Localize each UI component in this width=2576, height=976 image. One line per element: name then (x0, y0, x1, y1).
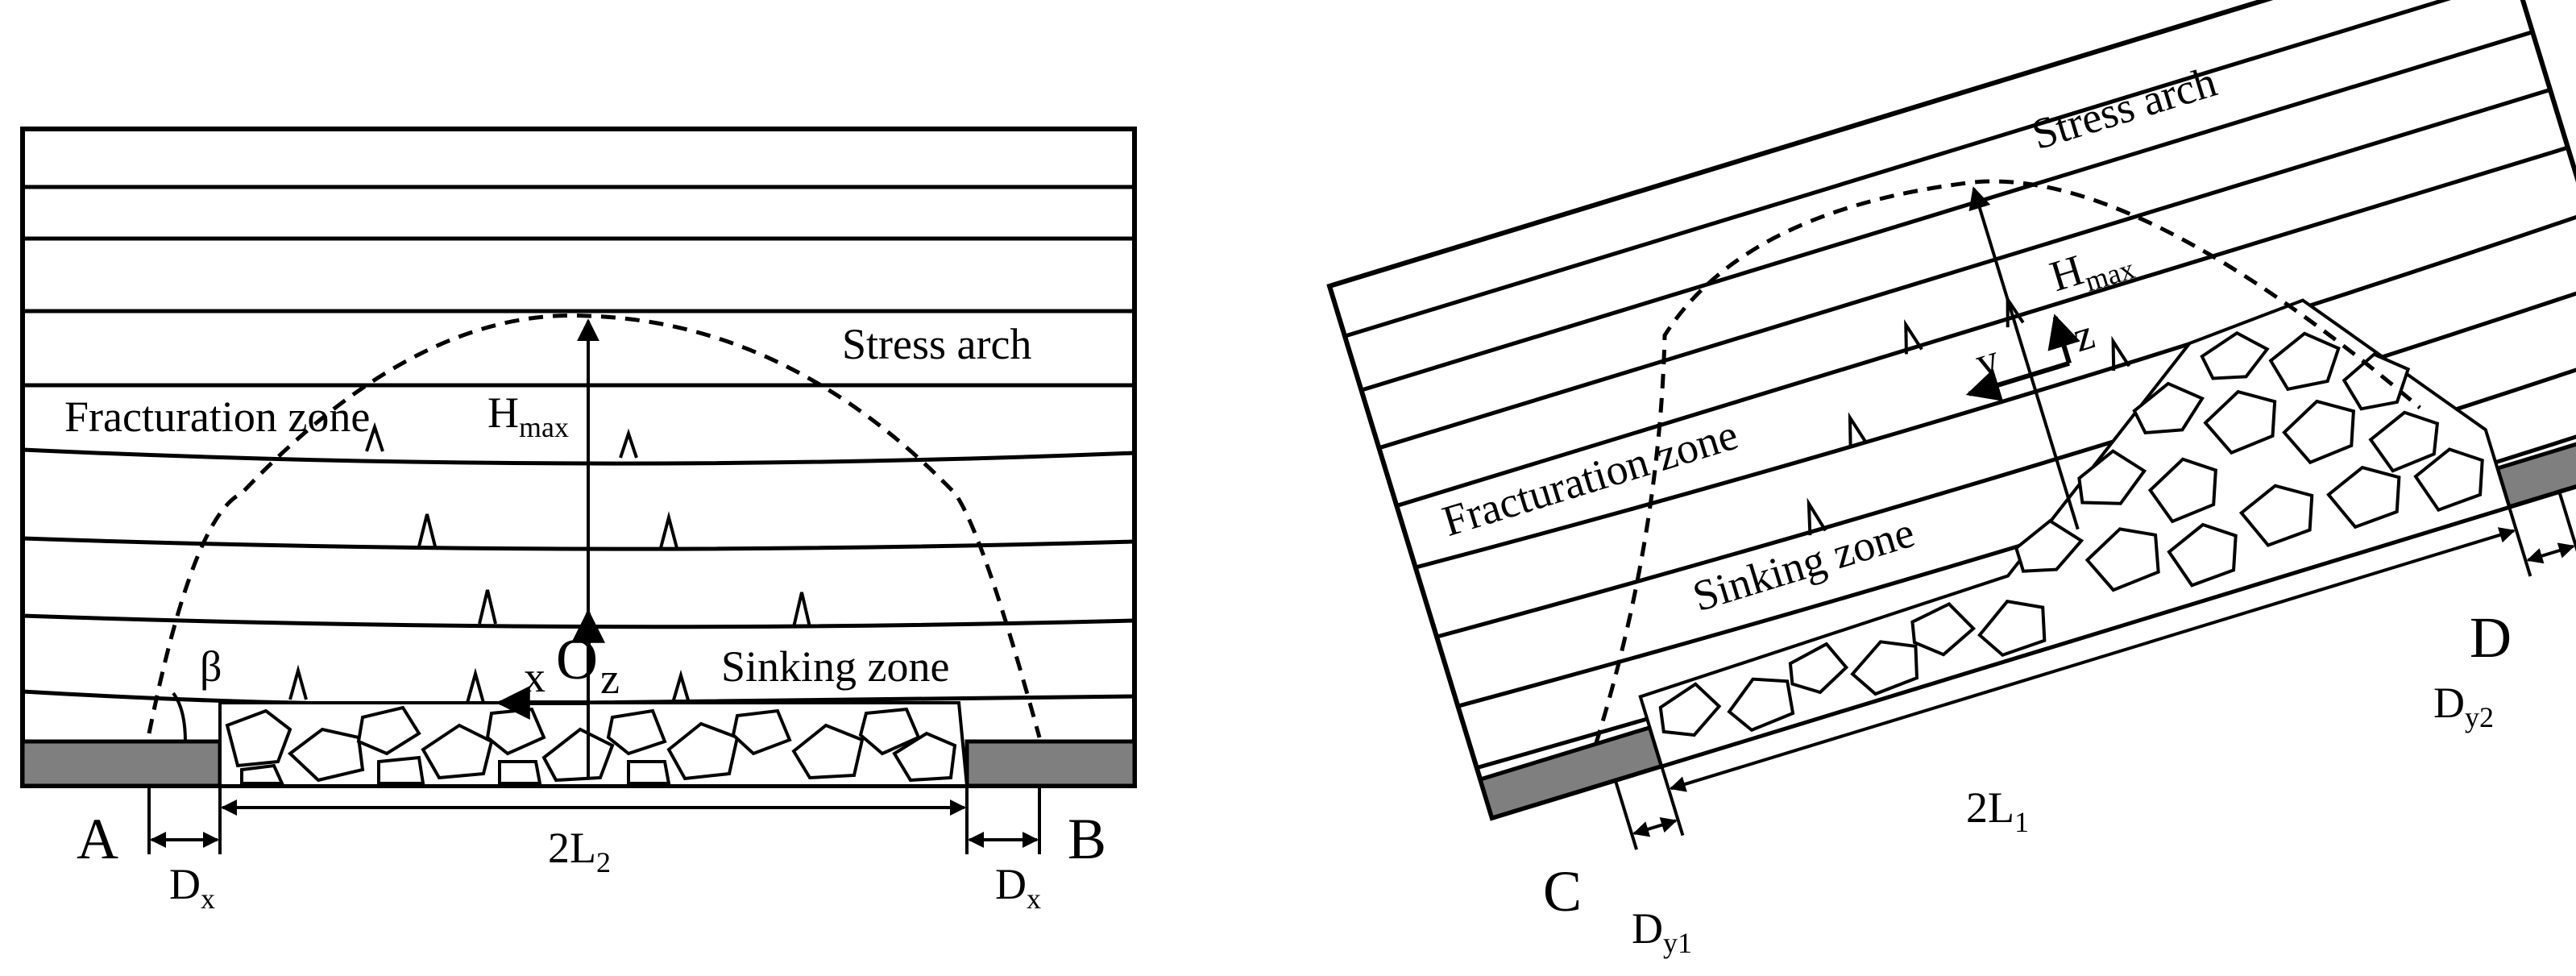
point-d-label: D (2470, 605, 2512, 670)
right-dx-label: Dx (995, 860, 1041, 915)
point-c-label: C (1543, 859, 1582, 924)
right-stress-arch-label: Stress arch (2026, 57, 2222, 159)
left-stress-arch-label: Stress arch (842, 320, 1031, 368)
left-hmax-label: Hmax (487, 388, 569, 443)
left-origin-label: O (556, 627, 598, 692)
left-stress-arch (147, 313, 1042, 738)
right-dy1-label: Dy1 (1632, 904, 1692, 959)
left-dimensions (147, 786, 1041, 854)
right-hmax-arrow (1968, 186, 2080, 530)
right-diagram: Stress arch Fracturation zone Sinking zo… (1326, 0, 2576, 959)
right-z-axis-arrow (2047, 314, 2080, 364)
right-span-label: 2L1 (1966, 783, 2029, 838)
right-dy2-label: Dy2 (2433, 679, 2494, 733)
left-pillar-a (20, 739, 222, 788)
left-pillar-b (964, 739, 1137, 788)
left-goaf-rubble (218, 701, 969, 787)
right-stress-arch (1594, 179, 2421, 745)
left-dx-label: Dx (169, 860, 215, 915)
left-x-label: x (524, 653, 545, 701)
left-diagram: Stress arch Fracturation zone Sinking zo… (20, 127, 1137, 915)
right-dimensions (1613, 491, 2576, 850)
left-sinking-zone-label: Sinking zone (721, 642, 949, 691)
left-span-label: 2L2 (548, 824, 611, 878)
left-fracture-marks (288, 422, 811, 704)
point-a-label: A (77, 807, 118, 871)
left-beta-label: β (200, 642, 222, 691)
left-fracturation-zone-label: Fracturation zone (64, 392, 370, 441)
right-pillar-d (2495, 418, 2576, 510)
right-sinking-zone-label: Sinking zone (1687, 508, 1920, 621)
right-goaf-rubble (1638, 298, 2512, 769)
point-b-label: B (1068, 807, 1106, 871)
left-beta-arc (172, 692, 187, 742)
right-tilted-block: Stress arch Fracturation zone Sinking zo… (1326, 0, 2576, 850)
right-y-axis-arrow (1965, 360, 2070, 401)
right-y-label: y (1970, 334, 2005, 387)
left-z-label: z (600, 654, 620, 703)
right-z-label: z (2067, 309, 2099, 361)
